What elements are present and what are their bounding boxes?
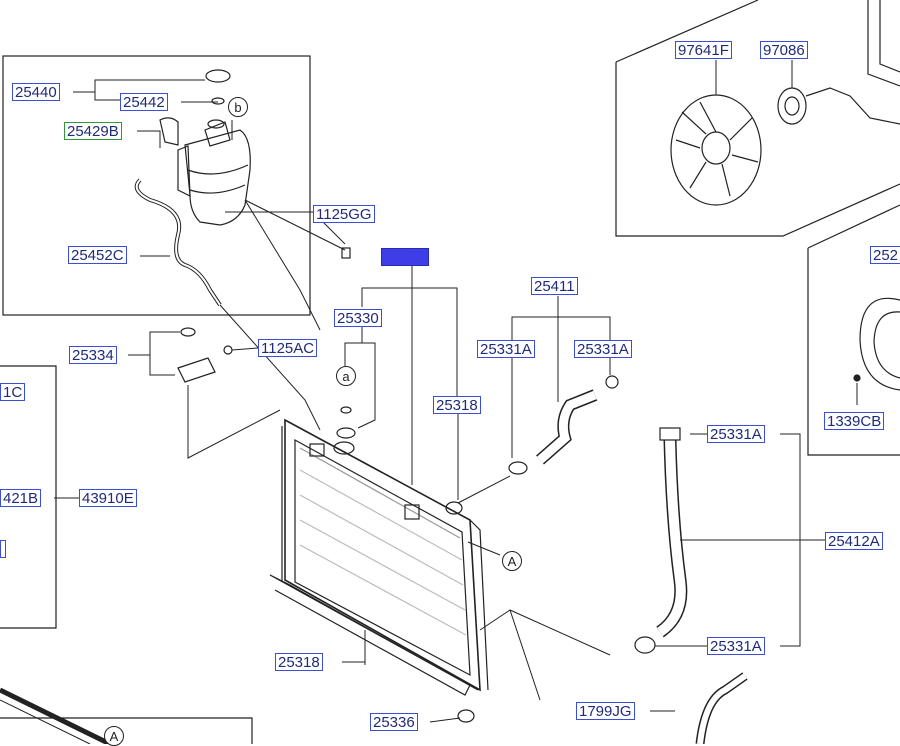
part-label-421B[interactable]: 421B bbox=[0, 489, 42, 507]
fan-group-frame bbox=[615, 0, 759, 63]
part-label-25318[interactable]: 25318 bbox=[275, 653, 323, 671]
part-label-25336[interactable]: 25336 bbox=[370, 713, 418, 731]
part-label-25334[interactable]: 25334 bbox=[69, 346, 117, 364]
part-label-25330[interactable]: 25330 bbox=[334, 309, 382, 327]
part-label-1125GG[interactable]: 1125GG bbox=[313, 205, 375, 223]
part-label-252[interactable]: 252 bbox=[870, 246, 900, 264]
radiator bbox=[269, 418, 489, 696]
part-label-25331A[interactable]: 25331A bbox=[477, 340, 535, 358]
fan2-group-frame bbox=[807, 248, 900, 456]
bottom-group-frame bbox=[0, 717, 253, 744]
part-label-25440[interactable]: 25440 bbox=[12, 83, 60, 101]
part-label-25452C[interactable]: 25452C bbox=[68, 246, 127, 264]
callout-A: A bbox=[502, 551, 522, 571]
part-label-1C[interactable]: 1C bbox=[0, 383, 26, 401]
left-group-frame bbox=[0, 365, 57, 629]
part-label-25412A[interactable]: 25412A bbox=[825, 532, 883, 550]
part-label-97086[interactable]: 97086 bbox=[760, 41, 808, 59]
reservoir-group-frame bbox=[2, 55, 311, 316]
part-label-25331A[interactable]: 25331A bbox=[574, 340, 632, 358]
part-label-25331A[interactable]: 25331A bbox=[707, 425, 765, 443]
part-label-25442[interactable]: 25442 bbox=[120, 93, 168, 111]
callout-b: b bbox=[228, 97, 248, 117]
part-label-25318[interactable]: 25318 bbox=[433, 396, 481, 414]
part-label-1339CB[interactable]: 1339CB bbox=[824, 412, 885, 430]
part-label-25429B[interactable]: 25429B bbox=[64, 122, 122, 140]
part-label-25331A[interactable]: 25331A bbox=[707, 637, 765, 655]
part-label-97641F[interactable]: 97641F bbox=[675, 41, 732, 59]
part-label-25310[interactable]: 25310 bbox=[381, 248, 429, 266]
part-label-1125AC[interactable]: 1125AC bbox=[258, 339, 318, 357]
callout-a: a bbox=[336, 366, 356, 386]
reservoir-tank bbox=[159, 69, 251, 226]
cooling-fan bbox=[670, 94, 762, 206]
part-label-partial[interactable] bbox=[0, 540, 6, 558]
part-label-1799JG[interactable]: 1799JG bbox=[576, 702, 635, 720]
leader-lines bbox=[54, 60, 858, 723]
part-label-25411[interactable]: 25411 bbox=[531, 277, 578, 295]
callout-A: A bbox=[104, 726, 124, 746]
part-label-43910E[interactable]: 43910E bbox=[79, 489, 137, 507]
